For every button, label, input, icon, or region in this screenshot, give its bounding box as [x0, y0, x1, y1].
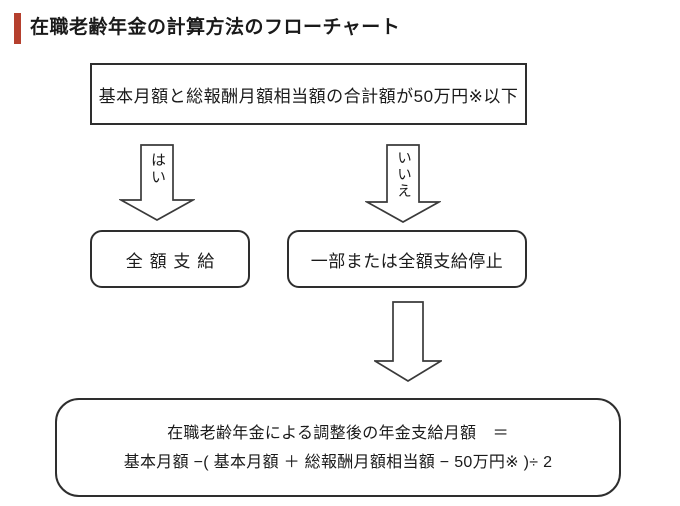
- title-accent-bar: [14, 13, 21, 44]
- full-payment-box: 全額支給: [90, 230, 250, 288]
- no-branch-label: いいえ: [395, 150, 411, 200]
- full-payment-text: 全額支給: [125, 251, 221, 271]
- condition-box: 基本月額と総報酬月額相当額の合計額が50万円※以下: [90, 63, 527, 125]
- suspend-payment-box: 一部または全額支給停止: [287, 230, 527, 288]
- yes-branch-label: はい: [149, 152, 166, 186]
- no-down-arrow-icon: [365, 144, 441, 223]
- condition-text: 基本月額と総報酬月額相当額の合計額が50万円※以下: [98, 86, 519, 106]
- suspend-payment-text: 一部または全額支給停止: [310, 251, 504, 271]
- formula-line1: 在職老齢年金による調整後の年金支給月額 ＝: [167, 424, 509, 442]
- page-title: 在職老齢年金の計算方法のフローチャート: [30, 17, 401, 38]
- formula-box: 在職老齢年金による調整後の年金支給月額 ＝ 基本月額 −( 基本月額 ＋ 総報酬…: [55, 398, 621, 497]
- result-down-arrow-icon: [374, 301, 442, 382]
- yes-down-arrow-icon: [119, 144, 195, 221]
- formula-line2: 基本月額 −( 基本月額 ＋ 総報酬月額相当額 − 50万円※ )÷ 2: [123, 453, 553, 471]
